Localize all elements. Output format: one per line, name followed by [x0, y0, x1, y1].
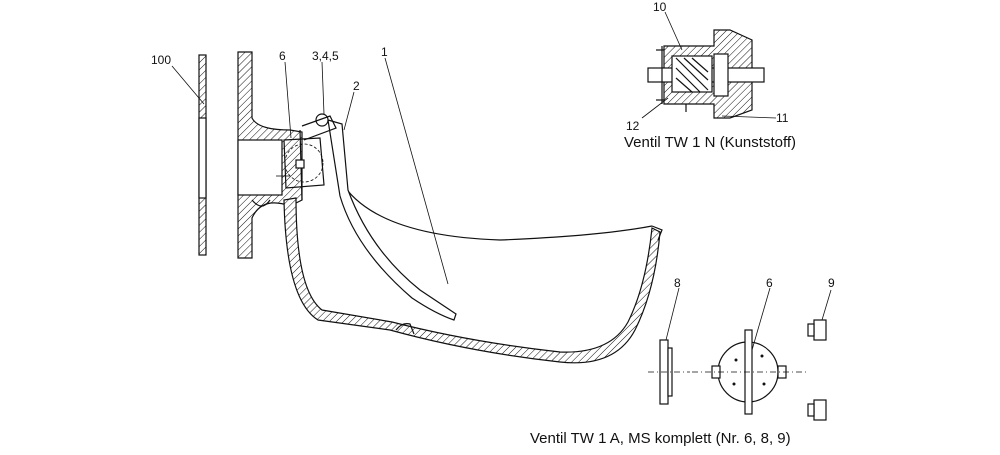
- screws-9: [807, 319, 827, 421]
- label-10: 10: [653, 0, 667, 14]
- label-100: 100: [151, 53, 171, 67]
- label-1: 1: [381, 45, 388, 59]
- valve-tw1n-section: [647, 29, 765, 119]
- label-6-main: 6: [279, 49, 286, 63]
- label-11: 11: [776, 111, 789, 125]
- label-2: 2: [353, 79, 360, 93]
- caption-valve-brass: Ventil TW 1 A, MS komplett (Nr. 6, 8, 9): [530, 430, 791, 447]
- mounting-plate-100: [198, 54, 207, 256]
- caption-valve-plastic: Ventil TW 1 N (Kunststoff): [624, 134, 796, 151]
- leaders-main: [171, 57, 449, 285]
- valve-main-6: [276, 129, 325, 201]
- label-3-4-5: 3,4,5: [312, 49, 339, 63]
- bowl-1: [283, 185, 663, 364]
- valve-disc-6: [692, 329, 806, 415]
- seal-disc-8: [648, 339, 690, 405]
- label-6-detail: 6: [766, 276, 773, 290]
- leaders-valve-tw1n: [641, 11, 777, 119]
- label-8: 8: [674, 276, 681, 290]
- wall-bracket: [237, 51, 303, 259]
- label-12: 12: [626, 119, 640, 133]
- lever-2: [301, 113, 457, 321]
- label-9: 9: [828, 276, 835, 290]
- leaders-valve-tw1a: [665, 287, 832, 351]
